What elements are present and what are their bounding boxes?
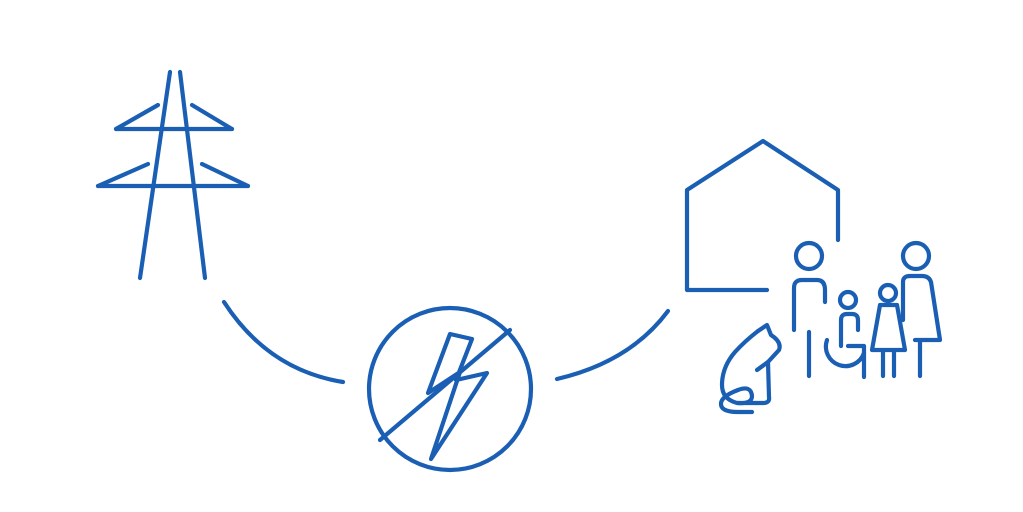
house-icon [684, 138, 841, 293]
family-icon [791, 240, 943, 380]
cat-icon [718, 322, 782, 415]
no-electricity-icon [366, 305, 534, 473]
power-pylon-icon [95, 69, 251, 281]
connection-line-right [554, 308, 671, 382]
connection-line-left [221, 299, 346, 385]
